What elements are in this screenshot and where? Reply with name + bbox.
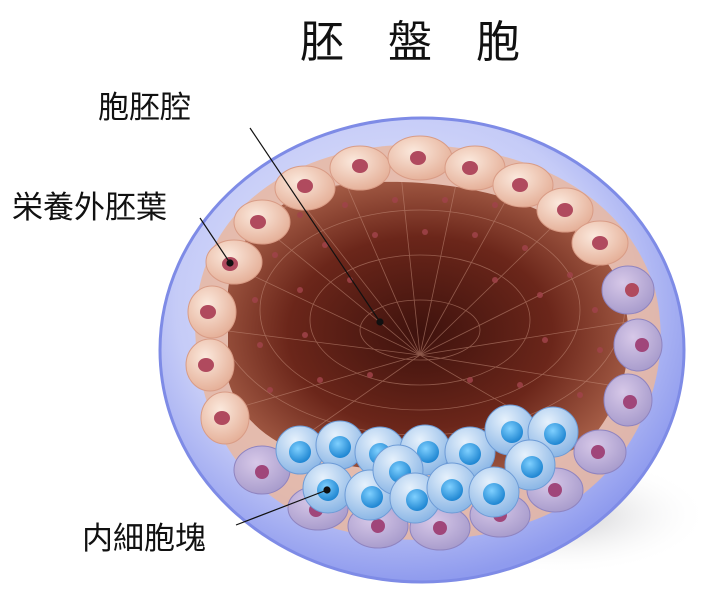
trophoblast-cell <box>185 338 235 392</box>
trophoblast-cell <box>205 239 263 285</box>
diagram-title: 胚盤胞 <box>300 6 520 70</box>
trophoblast-cell <box>329 145 391 191</box>
icm-cell <box>426 462 478 514</box>
label-blastocoel: 胞胚腔 <box>98 90 191 126</box>
inner-cell-mass <box>275 404 579 524</box>
trophectoderm-pointer-dot <box>226 259 234 267</box>
trophoblast-cell <box>200 391 250 445</box>
icm-cell <box>504 439 556 491</box>
trophoblast-cell <box>573 429 627 475</box>
trophoblast-cell <box>387 135 453 181</box>
trophectoderm-leader-line <box>199 217 231 264</box>
leader-lines <box>199 127 384 526</box>
blastocoel-leader-line <box>249 127 381 323</box>
trophoblast-cell <box>601 265 655 315</box>
icm-cell <box>468 466 520 518</box>
trophoblast-cell <box>536 187 594 233</box>
icm-leader-line <box>235 489 328 526</box>
title-char-1: 胚 <box>300 17 344 68</box>
blastocoel-pointer-dot <box>376 318 384 326</box>
trophoblast-cell <box>571 220 629 266</box>
trophoblast-cell <box>492 162 554 208</box>
title-char-2: 盤 <box>388 17 432 68</box>
blastocoel-cavity <box>228 181 629 473</box>
trophoblast-cell <box>613 318 663 372</box>
label-inner-cell-mass: 内細胞塊 <box>82 521 206 557</box>
label-trophectoderm: 栄養外胚葉 <box>12 190 167 226</box>
icm-cell <box>315 420 365 470</box>
trophoblast-cell <box>603 373 653 427</box>
icm-pointer-dot <box>323 486 331 494</box>
trophoblast-cell <box>187 285 237 339</box>
title-char-3: 胞 <box>476 17 520 68</box>
trophoblast-cell <box>274 165 336 211</box>
trophoblast-cell <box>233 199 291 245</box>
